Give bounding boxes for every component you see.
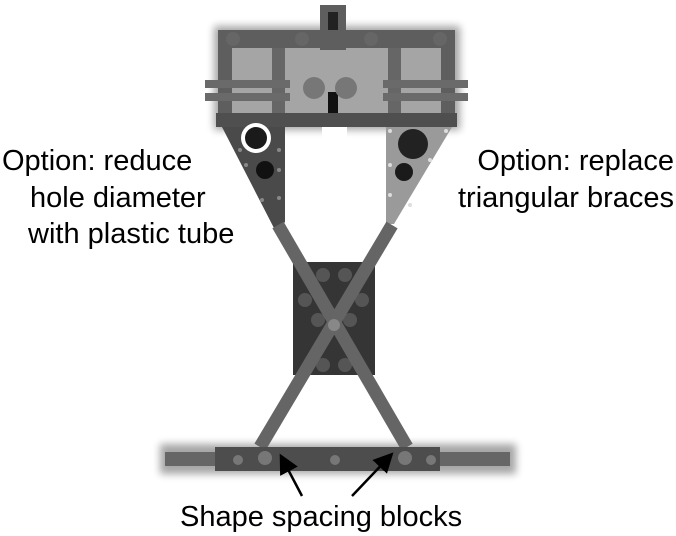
arrow-left-block (279, 453, 304, 497)
annotation-right-line: Option: replace (477, 145, 674, 177)
x-braces (254, 221, 413, 451)
annotation-left: Option: reduce hole diameter with plasti… (2, 143, 234, 253)
annotation-bottom: Shape spacing blocks (180, 501, 463, 533)
right-triangular-brace (386, 127, 452, 224)
annotation-left-line: Option: reduce (2, 145, 193, 177)
bottom-bar (165, 447, 510, 471)
center-pin (328, 319, 340, 331)
top-frame (205, 5, 468, 127)
left-triangular-brace (222, 123, 285, 232)
annotation-right: Option: replace triangular braces (428, 143, 674, 216)
annotation-left-line: hole diameter (30, 181, 206, 214)
annotation-right-line: triangular braces (458, 181, 674, 214)
annotation-left-line: with plastic tube (28, 218, 235, 250)
arrow-right-block (351, 452, 394, 497)
center-gap (322, 127, 347, 250)
